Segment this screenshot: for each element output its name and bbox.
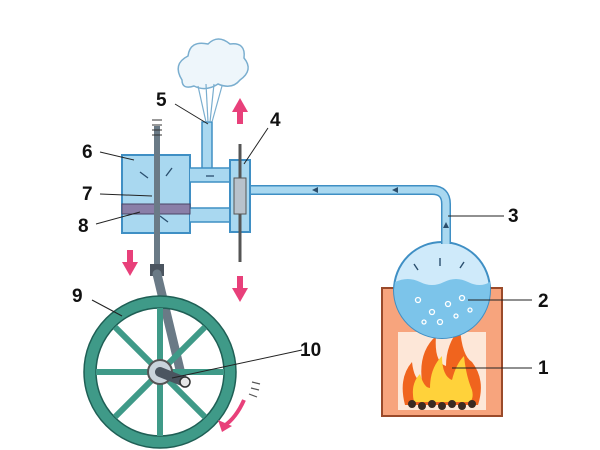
slide-valve-rod xyxy=(233,144,247,262)
cylinder xyxy=(121,154,251,234)
steam-pipe xyxy=(248,185,451,244)
label-7: 7 xyxy=(82,184,93,205)
boiler xyxy=(393,241,491,339)
wheel-icon xyxy=(83,295,237,449)
motion-arrow-down xyxy=(232,276,248,302)
label-8: 8 xyxy=(78,216,89,237)
label-9: 9 xyxy=(72,286,83,307)
label-1: 1 xyxy=(538,358,549,379)
label-6: 6 xyxy=(82,142,93,163)
label-5: 5 xyxy=(156,90,167,111)
label-3: 3 xyxy=(508,206,519,227)
motion-arrow-up xyxy=(232,98,248,124)
leader-lines xyxy=(91,103,532,379)
label-2: 2 xyxy=(538,291,549,312)
label-4: 4 xyxy=(270,110,281,131)
steam-cloud-icon xyxy=(177,38,249,123)
piston-rod xyxy=(152,119,162,270)
flywheel xyxy=(83,295,237,449)
motion-arrow-down xyxy=(122,250,138,276)
exhaust xyxy=(177,38,249,175)
rotation-arrow xyxy=(218,381,261,432)
label-10: 10 xyxy=(300,340,321,361)
crank xyxy=(155,367,191,388)
connecting-rod xyxy=(150,264,187,383)
